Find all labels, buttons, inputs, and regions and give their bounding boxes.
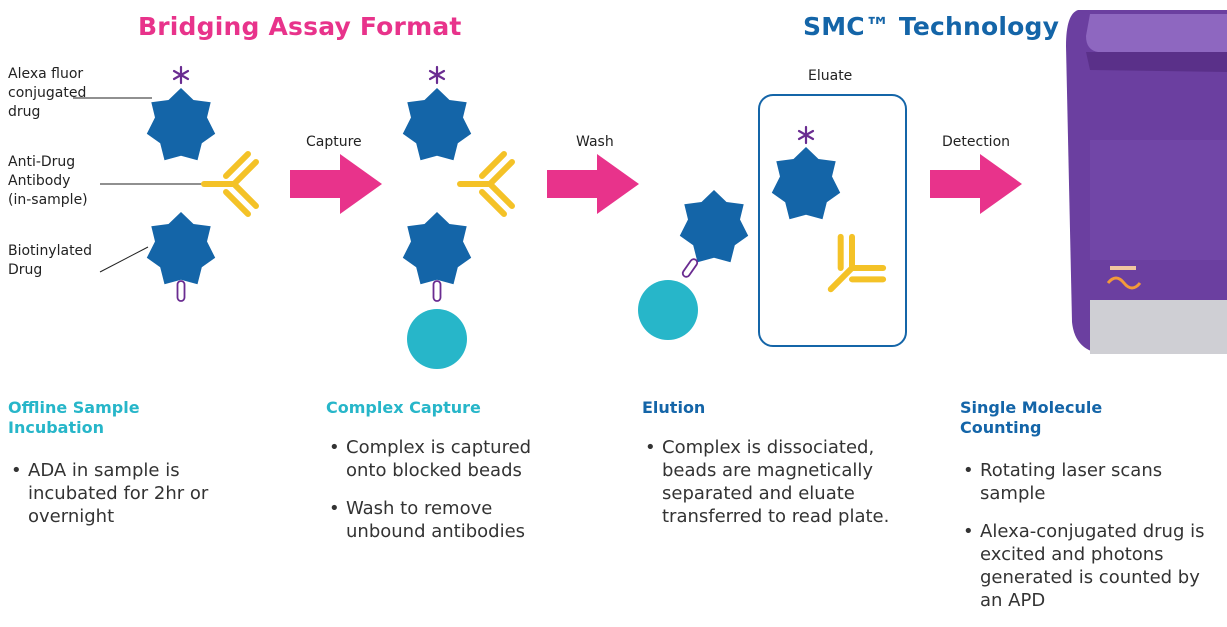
- biotin-icon: [432, 280, 442, 302]
- detection-arrow-icon: [930, 154, 1022, 214]
- antibody-label-line: Anti-Drug: [8, 154, 76, 170]
- bridging-assay-title: Bridging Assay Format: [138, 12, 462, 41]
- stage-title-line: Complex Capture: [326, 398, 481, 417]
- bullet-item: Alexa-conjugated drug is excited and pho…: [960, 520, 1222, 612]
- bullet-item: Complex is captured onto blocked beads: [326, 436, 576, 482]
- antibody-label-line: (in-sample): [8, 192, 88, 208]
- antibody-label-line: Antibody: [8, 173, 71, 189]
- biotin-icon: [176, 280, 186, 302]
- alexa-fluor-icon: [428, 65, 446, 85]
- eluate-box: [758, 94, 907, 347]
- incubation-bullets: ADA in sample is incubated for 2hr or ov…: [8, 459, 263, 543]
- smc-instrument-image: [1066, 10, 1227, 354]
- drug-star-icon: [679, 190, 749, 263]
- alexa-fluor-icon: [172, 65, 190, 85]
- elution-bullets: Complex is dissociated, beads are magnet…: [642, 436, 904, 543]
- bullet-item: Complex is dissociated, beads are magnet…: [642, 436, 904, 528]
- stage3-elution: [638, 94, 907, 347]
- stage-title-line: Counting: [960, 418, 1042, 437]
- antibody-icon: [810, 231, 889, 310]
- biotin-icon: [680, 256, 700, 280]
- bullet-item: ADA in sample is incubated for 2hr or ov…: [8, 459, 263, 528]
- drug-star-icon: [402, 212, 472, 285]
- alexa-label-line: drug: [8, 104, 41, 120]
- antibody-icon: [204, 154, 256, 214]
- counting-bullets: Rotating laser scans sample Alexa-conjug…: [960, 459, 1222, 627]
- drug-star-icon: [402, 88, 472, 161]
- bullet-item: Rotating laser scans sample: [960, 459, 1222, 505]
- capture-bullets: Complex is captured onto blocked beads W…: [326, 436, 576, 558]
- capture-step-label: Capture: [306, 134, 362, 150]
- biotin-leader-line: [99, 246, 149, 273]
- drug-star-icon: [146, 212, 216, 285]
- drug-star-icon: [146, 88, 216, 161]
- eluate-label: Eluate: [808, 68, 853, 84]
- assay-diagram: [73, 10, 1227, 369]
- alexa-fluor-icon: [797, 125, 815, 145]
- stage-title-counting: Single Molecule Counting: [960, 398, 1102, 438]
- wash-arrow-icon: [547, 154, 639, 214]
- detection-step-label: Detection: [942, 134, 1011, 150]
- bead-icon: [638, 280, 698, 340]
- biotinylated-drug-label: Biotinylated Drug: [8, 242, 92, 280]
- anti-drug-antibody-label: Anti-Drug Antibody (in-sample): [8, 153, 88, 210]
- stage2-complex: [402, 65, 512, 369]
- stage-title-line: Elution: [642, 398, 706, 417]
- alexa-fluor-label: Alexa fluor conjugated drug: [8, 65, 86, 122]
- capture-arrow-icon: [290, 154, 382, 214]
- stage-title-line: Incubation: [8, 418, 104, 437]
- smc-technology-title: SMC™ Technology: [803, 12, 1060, 41]
- biotin-label-line: Biotinylated: [8, 243, 93, 259]
- drug-star-icon: [771, 147, 841, 220]
- bead-icon: [407, 309, 467, 369]
- biotin-label-line: Drug: [8, 262, 43, 278]
- bullet-item: Wash to remove unbound antibodies: [326, 497, 576, 543]
- stage-title-capture: Complex Capture: [326, 398, 481, 418]
- stage-title-incubation: Offline Sample Incubation: [8, 398, 140, 438]
- stage-title-elution: Elution: [642, 398, 705, 418]
- stage-title-line: Offline Sample: [8, 398, 140, 417]
- antibody-icon: [460, 154, 512, 214]
- alexa-label-line: Alexa fluor: [8, 66, 84, 82]
- alexa-label-line: conjugated: [8, 85, 87, 101]
- stage-title-line: Single Molecule: [960, 398, 1103, 417]
- wash-step-label: Wash: [576, 134, 614, 150]
